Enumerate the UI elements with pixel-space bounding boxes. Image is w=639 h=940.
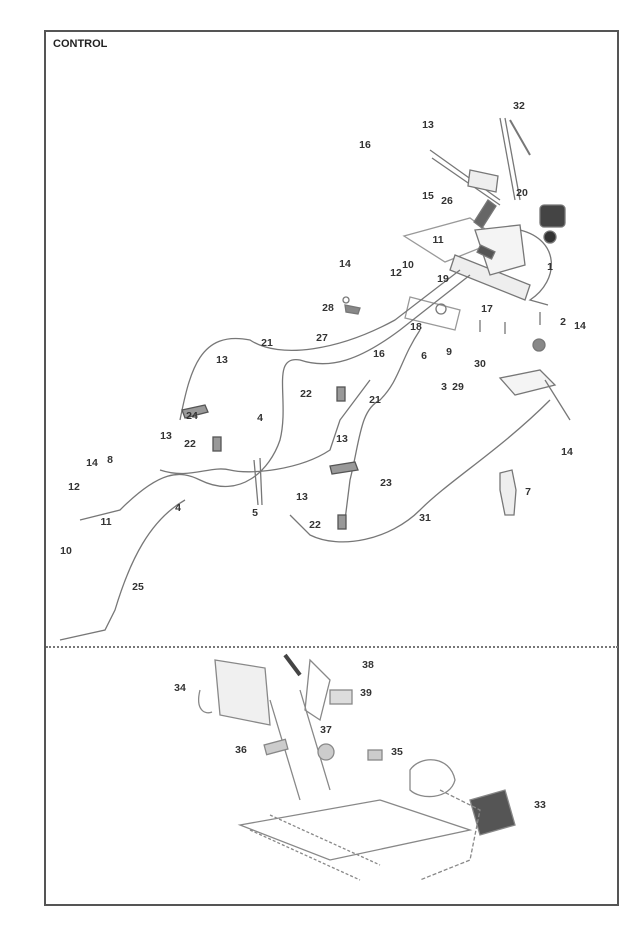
part-callout: 2 [560,316,566,328]
part-callout: 14 [561,446,573,458]
part-callout: 12 [390,267,402,279]
part-callout: 12 [68,481,80,493]
part-callout: 22 [184,438,196,450]
part-callout: 7 [525,486,531,498]
part-callout: 37 [320,724,332,736]
part-callout: 1 [547,261,553,273]
part-callout: 26 [441,195,453,207]
part-callout: 27 [316,332,328,344]
part-callout: 33 [534,799,546,811]
control-assembly [342,117,571,516]
part-callout: 35 [391,746,403,758]
part-callout: 20 [516,187,528,199]
part-callout: 25 [132,581,144,593]
cables [59,269,551,641]
part-callout: 15 [422,190,434,202]
part-callout: 13 [422,119,434,131]
pedal-assembly [198,653,516,881]
part-callout: 16 [373,348,385,360]
part-callout: 13 [336,433,348,445]
part-callout: 28 [322,302,334,314]
part-callout: 21 [369,394,381,406]
part-callout: 23 [380,477,392,489]
part-callout: 5 [252,507,258,519]
part-callout: 10 [402,259,414,271]
section-divider [46,646,618,648]
part-callout: 21 [261,337,273,349]
part-callout: 39 [360,687,372,699]
part-callout: 36 [235,744,247,756]
part-callout: 31 [419,512,431,524]
part-callout: 22 [309,519,321,531]
part-callout: 17 [481,303,493,315]
part-callout: 6 [421,350,427,362]
part-callout: 14 [339,258,351,270]
part-callout: 4 [257,412,263,424]
part-callout: 13 [160,430,172,442]
part-callout: 13 [296,491,308,503]
part-callout: 19 [437,273,449,285]
part-callout: 11 [100,516,112,528]
part-callout: 14 [86,457,98,469]
part-callout: 9 [446,346,452,358]
part-callout: 22 [300,388,312,400]
part-callout: 38 [362,659,374,671]
part-callout: 4 [175,502,181,514]
part-callout: 13 [216,354,228,366]
part-callout: 14 [574,320,586,332]
diagram-title: CONTROL [53,38,108,50]
part-callout: 11 [432,234,444,246]
part-callout: 16 [359,139,371,151]
diagram-frame [44,30,619,906]
part-callout: 8 [107,454,113,466]
cable-fittings [181,386,359,530]
part-callout: 34 [174,682,186,694]
part-callout: 32 [513,100,525,112]
part-callout: 30 [474,358,486,370]
part-callout: 10 [60,545,72,557]
part-callout: 18 [410,321,422,333]
part-callout: 24 [186,410,198,422]
part-callout: 3 [441,381,447,393]
part-callout: 29 [452,381,464,393]
